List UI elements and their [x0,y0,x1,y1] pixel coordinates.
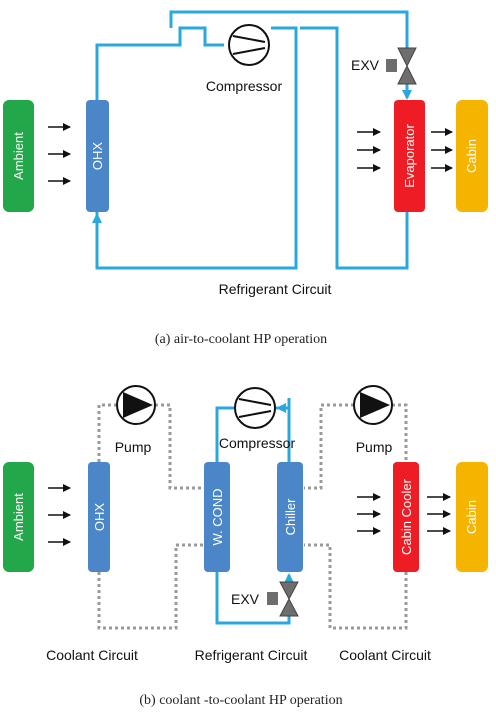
coolant-circuit-left-label: Coolant Circuit [46,647,138,663]
refrigerant-line [215,406,235,462]
ambient-arrows [48,123,71,185]
pump-left-label: Pump [115,439,152,455]
evaporator-box [394,100,425,212]
left-coolant-loop [97,403,204,630]
right-coolant-loop [304,403,408,630]
compressor-label: Compressor [206,78,283,94]
cabin-box [456,100,488,212]
water-condenser-box [204,462,230,572]
w-cond-label: W. COND [210,488,225,545]
evaporator-label: Evaporator [402,124,417,188]
ambient-label: Ambient [11,493,26,541]
chiller-box [277,462,303,572]
cabin-cooler-box [393,462,419,572]
cabin-cooler-outlet-arrows [427,493,451,535]
pump-triangle-icon [360,392,390,418]
compressor [228,24,270,66]
caption-a: (a) air-to-coolant HP operation [155,332,327,347]
coolant-circuit-right-label: Coolant Circuit [339,647,431,663]
pump-right [353,385,393,425]
compressor-icon [228,24,270,66]
cabin-box [456,462,488,572]
coolant-line [304,543,408,630]
panel-b: Ambient OHX W. COND Chiller Pump Pump [3,385,488,708]
panel-a: Ambient OHX Compressor EXV Evaporator [3,10,488,347]
exv-label: EXV [351,57,380,73]
refrigerant-line-ohx-to-bottom [95,26,298,270]
refrigerant-circuit-label: Refrigerant Circuit [195,647,308,663]
refrigerant-circuit-label: Refrigerant Circuit [219,281,332,297]
compressor-label: Compressor [219,435,296,451]
cabin-label: Cabin [464,500,479,534]
evaporator-inlet-arrows [357,128,381,172]
ohx-box [86,100,109,212]
refrigerant-line-top-to-exv [169,10,409,48]
pump-right-label: Pump [356,439,393,455]
ohx-label: OHX [92,503,107,532]
valve-icon [397,47,417,85]
refrigerant-line [215,572,291,625]
compressor [234,387,276,429]
caption-b: (b) coolant -to-coolant HP operation [139,693,342,708]
cabin-label: Cabin [464,139,479,173]
coolant-line [97,543,204,630]
valve-icon [279,581,299,617]
exv-valve [386,47,417,85]
coolant-line [155,403,204,490]
evaporator-outlet-arrows [431,128,453,172]
chiller-label: Chiller [283,498,298,536]
valve-actuator-icon [386,59,397,72]
ambient-arrows [48,484,71,546]
exv-valve [267,581,299,617]
cabin-cooler-inlet-arrows [357,493,381,535]
ambient-box [3,100,34,212]
refrigerant-line-compressor-to-ohx [95,26,224,100]
panel-b-refrigerant-loop [215,398,294,625]
pump-triangle-icon [123,392,153,418]
compressor-icon [234,387,276,429]
compressor-icon-line [232,47,266,55]
ambient-label: Ambient [11,132,26,180]
coolant-line [304,403,354,490]
panel-a-refrigerant-loop [92,10,412,270]
coolant-line [392,403,408,462]
ambient-box [3,462,34,572]
compressor-icon-line [238,398,272,406]
ohx-box [88,462,110,572]
valve-actuator-icon [267,592,278,605]
ohx-label: OHX [90,142,105,171]
coolant-line [97,403,117,462]
refrigerant-line-evaporator-return [300,26,409,270]
compressor-icon-line [238,410,272,418]
exv-label: EXV [231,591,260,607]
pump-left [116,385,156,425]
cabin-cooler-label: Cabin Cooler [399,478,414,555]
compressor-icon-line [232,35,266,43]
